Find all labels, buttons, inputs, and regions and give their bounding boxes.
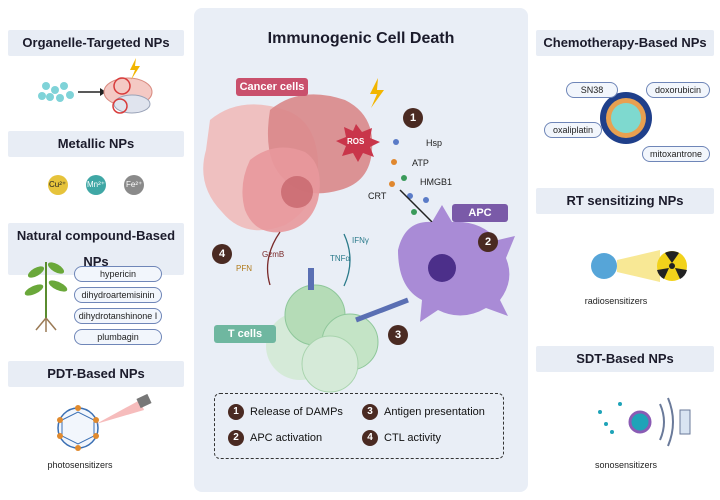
metallic-ion-circles — [48, 175, 144, 195]
apc-label: APC — [452, 204, 508, 222]
legend-text: Release of DAMPs — [250, 405, 343, 418]
crt-label: CRT — [368, 191, 387, 201]
sdt-np-illustration — [598, 397, 691, 447]
apc-cell-illustration — [398, 205, 515, 322]
t-cells-illustration — [266, 284, 379, 393]
pfn-label: PFN — [236, 264, 252, 273]
legend-num: 2 — [228, 430, 244, 446]
mn-ion-label: Mn²⁺ — [87, 180, 105, 189]
organelle-targeted-title: Organelle-Targeted NPs — [8, 30, 184, 56]
tnfa-label: TNFα — [330, 254, 351, 263]
chemotherapy-title: Chemotherapy-Based NPs — [536, 30, 714, 56]
rt-sensitizing-title: RT sensitizing NPs — [536, 188, 714, 214]
gzmb-label: GzmB — [262, 250, 285, 259]
compound-hypericin: hypericin — [74, 266, 162, 282]
steps-legend — [214, 393, 504, 459]
organelle-np-illustration — [38, 58, 153, 114]
step-1-badge: 1 — [403, 108, 423, 128]
cytokine-arrow — [343, 233, 351, 287]
hmgb1-label: HMGB1 — [420, 177, 453, 187]
pdt-np-illustration — [57, 393, 152, 451]
photosensitizers-caption: photosensitizers — [47, 460, 113, 470]
legend-item-2: 2 APC activation — [228, 430, 322, 446]
ros-label: ROS — [347, 137, 365, 146]
legend-item-3: 3 Antigen presentation — [362, 404, 485, 420]
drug-mitoxantrone: mitoxantrone — [642, 146, 710, 162]
drug-sn38: SN38 — [566, 82, 618, 98]
tcr-receptor — [308, 268, 314, 290]
icd-title: Immunogenic Cell Death — [267, 30, 455, 47]
rt-np-illustration — [591, 250, 687, 282]
legend-num: 4 — [362, 430, 378, 446]
step-4-badge: 4 — [212, 244, 232, 264]
pdt-title: PDT-Based NPs — [8, 361, 184, 387]
cancer-cells-label: Cancer cells — [236, 78, 308, 96]
fe-ion-label: Fe²⁺ — [126, 180, 143, 189]
legend-item-4: 4 CTL activity — [362, 430, 441, 446]
t-cells-label: T cells — [214, 325, 276, 343]
sdt-title: SDT-Based NPs — [536, 346, 714, 372]
drug-doxorubicin: doxorubicin — [646, 82, 710, 98]
cu-ion-label: Cu²⁺ — [49, 180, 67, 189]
antigen-synapse — [355, 297, 409, 323]
plant-illustration — [24, 262, 68, 332]
lightning-icon — [370, 78, 384, 108]
legend-text: CTL activity — [384, 431, 442, 444]
cytotoxic-arrow — [266, 231, 281, 286]
metallic-title: Metallic NPs — [8, 131, 184, 157]
compound-dihydroartemisinin: dihydroartemisinin — [74, 287, 162, 303]
legend-num: 1 — [228, 404, 244, 420]
ifng-label: IFNγ — [352, 236, 369, 245]
radiosensitizers-caption: radiosensitizers — [584, 296, 648, 306]
drug-oxaliplatin: oxaliplatin — [544, 122, 602, 138]
hsp-label: Hsp — [426, 138, 443, 148]
compound-dihydrotanshinone: dihydrotanshinone I — [74, 308, 162, 324]
legend-text: Antigen presentation — [384, 405, 485, 418]
step-2-badge: 2 — [478, 232, 498, 252]
ros-burst — [336, 124, 380, 162]
compound-plumbagin: plumbagin — [74, 329, 162, 345]
legend-text: APC activation — [250, 431, 323, 444]
atp-label: ATP — [412, 158, 429, 168]
chemo-np-illustration — [600, 92, 652, 144]
legend-num: 3 — [362, 404, 378, 420]
cancer-cells-illustration — [203, 94, 373, 233]
sonosensitizers-caption: sonosensitizers — [594, 460, 658, 470]
step-3-badge: 3 — [388, 325, 408, 345]
legend-item-1: 1 Release of DAMPs — [228, 404, 343, 420]
